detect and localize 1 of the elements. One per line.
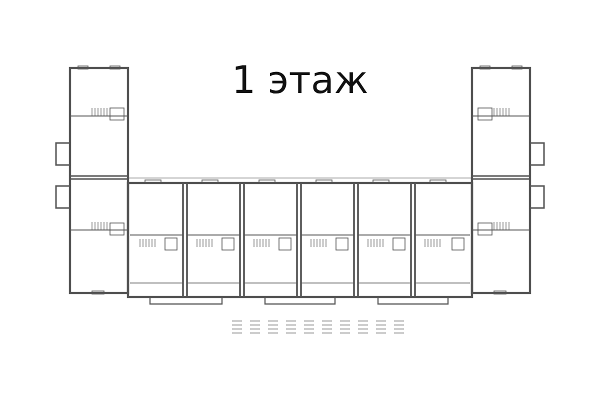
- page-title: 1 этаж: [230, 58, 370, 102]
